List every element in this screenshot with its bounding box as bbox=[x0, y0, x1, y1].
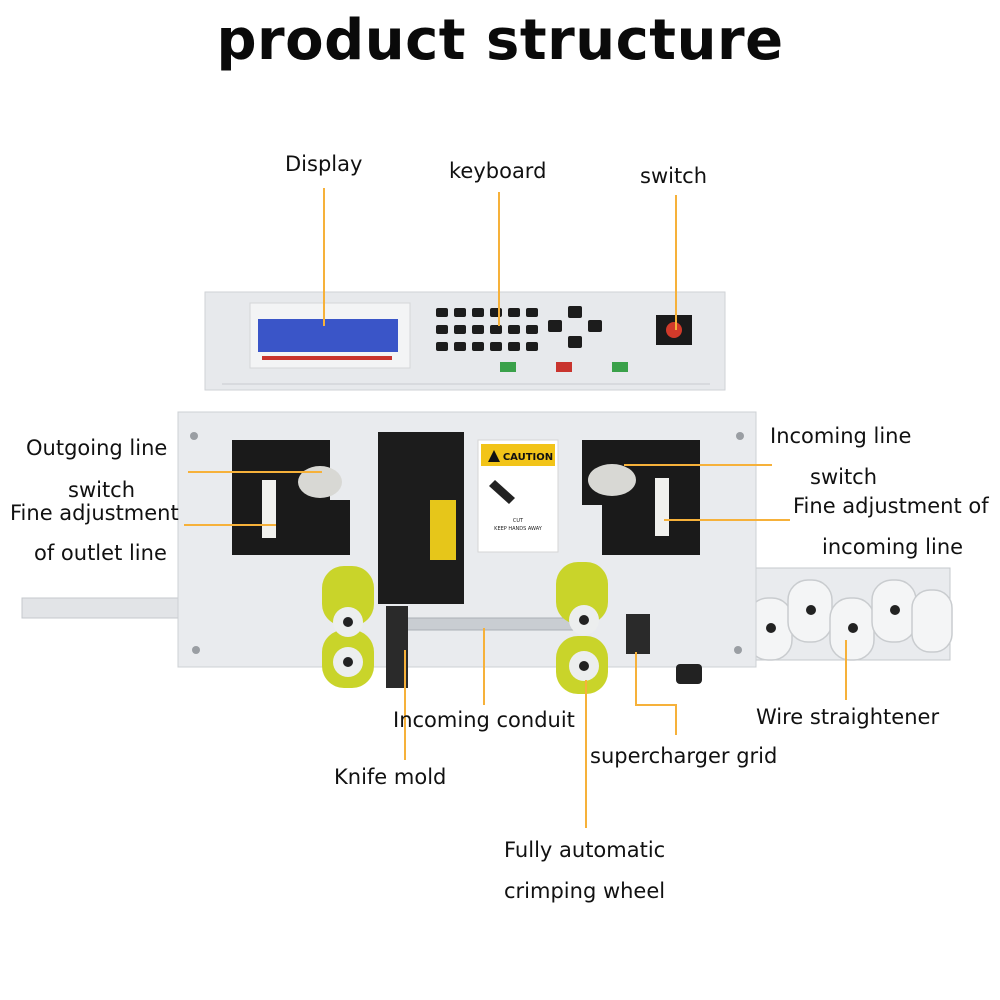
incoming-line-label-2: switch bbox=[810, 465, 878, 489]
control-panel bbox=[204, 291, 726, 391]
crimping-wheels bbox=[322, 562, 608, 694]
machine-body: CAUTION CUT KEEP HANDS AWAY bbox=[177, 411, 757, 688]
wire-straightener-label: Wire straightener bbox=[756, 705, 940, 729]
caution-label: CAUTION CUT KEEP HANDS AWAY bbox=[477, 439, 559, 553]
incoming-line-label-1: Incoming line bbox=[770, 424, 912, 448]
display-label: Display bbox=[285, 152, 363, 176]
switch-label: switch bbox=[640, 164, 708, 188]
cut-text: CUT bbox=[513, 518, 524, 524]
keep-hands-text: KEEP HANDS AWAY bbox=[494, 526, 543, 532]
power-switch bbox=[656, 315, 692, 345]
outgoing-line-label-2: switch bbox=[68, 478, 136, 502]
outgoing-line-label-1: Outgoing line bbox=[26, 436, 168, 460]
page-title: product structure bbox=[216, 8, 784, 73]
caution-text: CAUTION bbox=[503, 452, 553, 463]
incoming-fine-adjust bbox=[655, 478, 669, 536]
fine-adjust-incoming-label-1: Fine adjustment of bbox=[793, 494, 989, 518]
keyboard-label: keyboard bbox=[449, 159, 547, 183]
supercharger-grid-label: supercharger grid bbox=[590, 744, 778, 768]
wire-straightener bbox=[729, 567, 953, 661]
crimping-wheel-label-2: crimping wheel bbox=[504, 879, 666, 903]
fine-adjust-incoming-label-2: incoming line bbox=[822, 535, 964, 559]
lcd-display bbox=[258, 319, 398, 352]
incoming-conduit bbox=[399, 617, 581, 631]
leader-lines bbox=[184, 188, 847, 828]
incoming-line-switch bbox=[588, 464, 636, 496]
outlet-fine-adjust bbox=[262, 480, 276, 538]
knife-mold-label: Knife mold bbox=[334, 765, 447, 789]
fine-adjust-outlet-label-2: of outlet line bbox=[34, 541, 167, 565]
supercharger-grid bbox=[626, 614, 650, 654]
outgoing-line-switch bbox=[298, 466, 342, 498]
fine-adjust-outlet-label-1: Fine adjustment bbox=[10, 501, 179, 525]
crimping-wheel-label-1: Fully automatic bbox=[504, 838, 666, 862]
knife-mold bbox=[386, 606, 408, 688]
incoming-conduit-label: Incoming conduit bbox=[393, 708, 575, 732]
